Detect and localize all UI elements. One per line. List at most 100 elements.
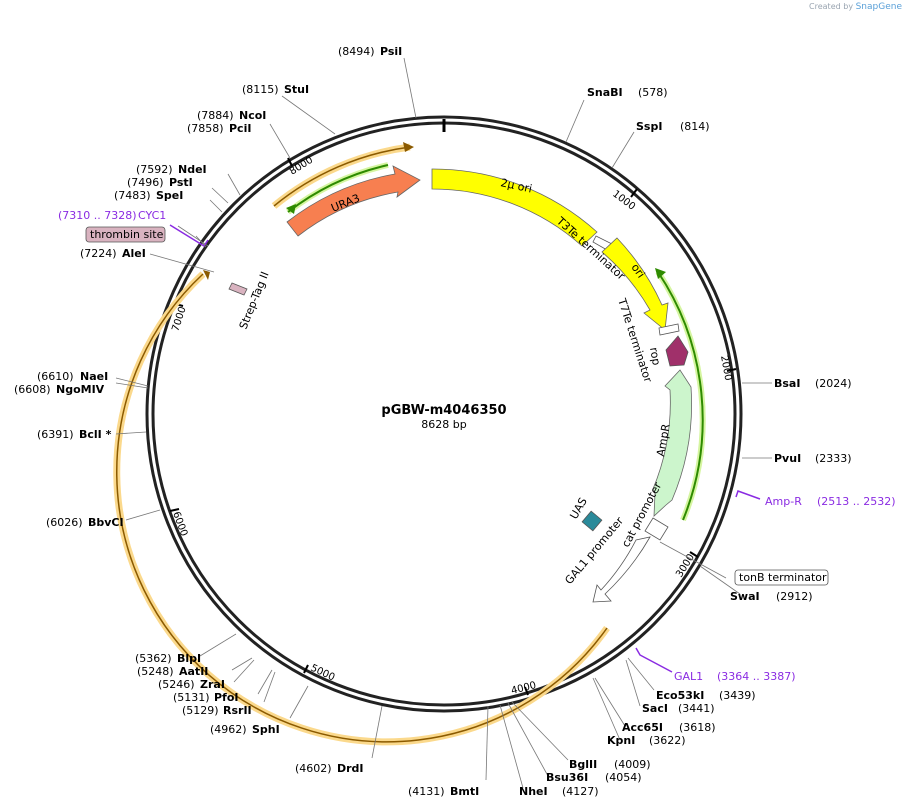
primer-labels: (7310 .. 7328) CYC1 Amp-R (2513 .. 2532)… bbox=[58, 209, 896, 683]
site-name-ncoi: NcoI bbox=[239, 109, 266, 122]
tick-mark bbox=[524, 686, 529, 696]
primer-markers bbox=[169, 224, 761, 673]
site-name-swai: SwaI bbox=[730, 590, 760, 603]
site-name-bmti: BmtI bbox=[450, 785, 479, 798]
orf-arcs bbox=[113, 142, 706, 746]
site-name-stui: StuI bbox=[284, 83, 309, 96]
site-name-kpni: KpnI bbox=[607, 734, 635, 747]
orf-right-line bbox=[657, 271, 704, 521]
site-pos-nhei: (4127) bbox=[562, 785, 599, 798]
feature-uas bbox=[581, 510, 603, 532]
primer-name-cyc1: CYC1 bbox=[138, 209, 166, 222]
orf-large-line bbox=[116, 273, 608, 743]
orf-arrowhead bbox=[286, 204, 296, 214]
feature-strep-tag bbox=[228, 282, 248, 296]
feature-rop bbox=[665, 335, 689, 367]
label-ampr: AmpR bbox=[654, 423, 673, 458]
site-pos-bcli: (6391) bbox=[37, 428, 74, 441]
site-pos-bbvci: (6026) bbox=[46, 516, 83, 529]
site-pos-drdi: (4602) bbox=[295, 762, 332, 775]
site-pos-pfoi: (5131) bbox=[173, 691, 210, 704]
tick-mark bbox=[287, 157, 293, 167]
label-rop: rop bbox=[647, 346, 663, 366]
credit-brand: SnapGene bbox=[855, 2, 902, 12]
site-pos-sspi: (814) bbox=[680, 120, 710, 133]
site-name-eco53ki: Eco53kI bbox=[656, 689, 704, 702]
tick-mark bbox=[689, 551, 699, 558]
feature-2mu-ori bbox=[431, 168, 598, 247]
credit-created-by: Created by bbox=[809, 2, 854, 11]
label-2mu-ori: 2μ ori bbox=[499, 176, 533, 195]
site-pos-rsrii: (5129) bbox=[182, 704, 219, 717]
site-pos-pcii: (7858) bbox=[187, 122, 224, 135]
site-pos-bsai: (2024) bbox=[815, 377, 852, 390]
backbone-outer bbox=[145, 115, 743, 713]
tick-marks bbox=[169, 157, 737, 696]
site-pos-blpi: (5362) bbox=[135, 652, 172, 665]
site-name-bcli: BclI * bbox=[79, 428, 112, 441]
primer-range-gal1: (3364 .. 3387) bbox=[717, 670, 796, 683]
primer-gal1-marker bbox=[635, 647, 673, 673]
site-pos-zrai: (5246) bbox=[158, 678, 195, 691]
site-name-sspi: SspI bbox=[636, 120, 662, 133]
primer-name-amp-r: Amp-R bbox=[765, 495, 802, 508]
site-name-alei: AleI bbox=[122, 247, 146, 260]
label-strep-tag: Strep-Tag II bbox=[237, 270, 272, 331]
site-pos-naei: (6610) bbox=[37, 370, 74, 383]
site-pos-aatii: (5248) bbox=[137, 665, 174, 678]
site-pos-sphi: (4962) bbox=[210, 723, 247, 736]
feature-ori bbox=[601, 237, 669, 331]
site-name-bsu36i: Bsu36I bbox=[546, 771, 588, 784]
site-pos-swai: (2912) bbox=[776, 590, 813, 603]
primer-name-gal1: GAL1 bbox=[674, 670, 703, 683]
features bbox=[228, 165, 692, 603]
site-name-pvui: PvuI bbox=[774, 452, 801, 465]
site-name-psti: PstI bbox=[169, 176, 193, 189]
site-pos-eco53ki: (3439) bbox=[719, 689, 756, 702]
site-name-pfoi: PfoI bbox=[214, 691, 239, 704]
thrombin-site-box bbox=[85, 226, 166, 243]
site-name-rsrii: RsrII bbox=[223, 704, 252, 717]
tick-mark bbox=[630, 188, 638, 198]
site-pos-ndei: (7592) bbox=[136, 163, 173, 176]
orf-ura3-line bbox=[273, 146, 411, 207]
site-pos-stui: (8115) bbox=[242, 83, 279, 96]
plasmid-name: pGBW-m4046350 bbox=[381, 403, 506, 418]
tick-mark bbox=[726, 368, 737, 372]
site-leader-lines bbox=[115, 57, 772, 789]
site-pos-snabi: (578) bbox=[638, 86, 668, 99]
site-pos-saci: (3441) bbox=[678, 702, 715, 715]
plasmid-size: 8628 bp bbox=[421, 418, 466, 431]
site-name-ngomiv: NgoMIV bbox=[56, 383, 105, 396]
label-t7te-terminator: T7Te terminator bbox=[615, 296, 655, 384]
tonb-terminator-box bbox=[734, 569, 829, 586]
site-pos-ncoi: (7884) bbox=[197, 109, 234, 122]
site-pos-acc65i: (3618) bbox=[679, 721, 716, 734]
snapgene-credit: Created by SnapGene bbox=[809, 2, 902, 12]
orf-ura3-inner-line bbox=[287, 164, 389, 213]
orf-arrowhead bbox=[655, 268, 666, 279]
site-pos-alei: (7224) bbox=[80, 247, 117, 260]
site-name-pcii: PciI bbox=[229, 122, 251, 135]
site-name-zrai: ZraI bbox=[200, 678, 225, 691]
site-name-bbvci: BbvCI bbox=[88, 516, 124, 529]
site-pos-bmti: (4131) bbox=[408, 785, 445, 798]
site-pos-bglii: (4009) bbox=[614, 758, 651, 771]
tonb-terminator-label: tonB terminator bbox=[739, 571, 827, 584]
orf-arrowhead bbox=[403, 142, 414, 152]
thrombin-site-label: thrombin site bbox=[90, 228, 164, 241]
feature-gal1-promoter bbox=[592, 536, 651, 603]
site-name-acc65i: Acc65I bbox=[622, 721, 663, 734]
site-pos-psti: (7496) bbox=[127, 176, 164, 189]
orf-arrowhead bbox=[203, 270, 210, 280]
thrombin-leader bbox=[195, 235, 207, 248]
feature-t7te-terminator bbox=[658, 323, 680, 336]
site-name-aatii: AatII bbox=[179, 665, 208, 678]
site-name-bglii: BglII bbox=[569, 758, 597, 771]
site-name-psii: PsiI bbox=[380, 45, 402, 58]
site-pos-spei: (7483) bbox=[114, 189, 151, 202]
site-name-snabi: SnaBI bbox=[587, 86, 623, 99]
feature-ura3 bbox=[286, 165, 421, 237]
site-name-spei: SpeI bbox=[156, 189, 183, 202]
